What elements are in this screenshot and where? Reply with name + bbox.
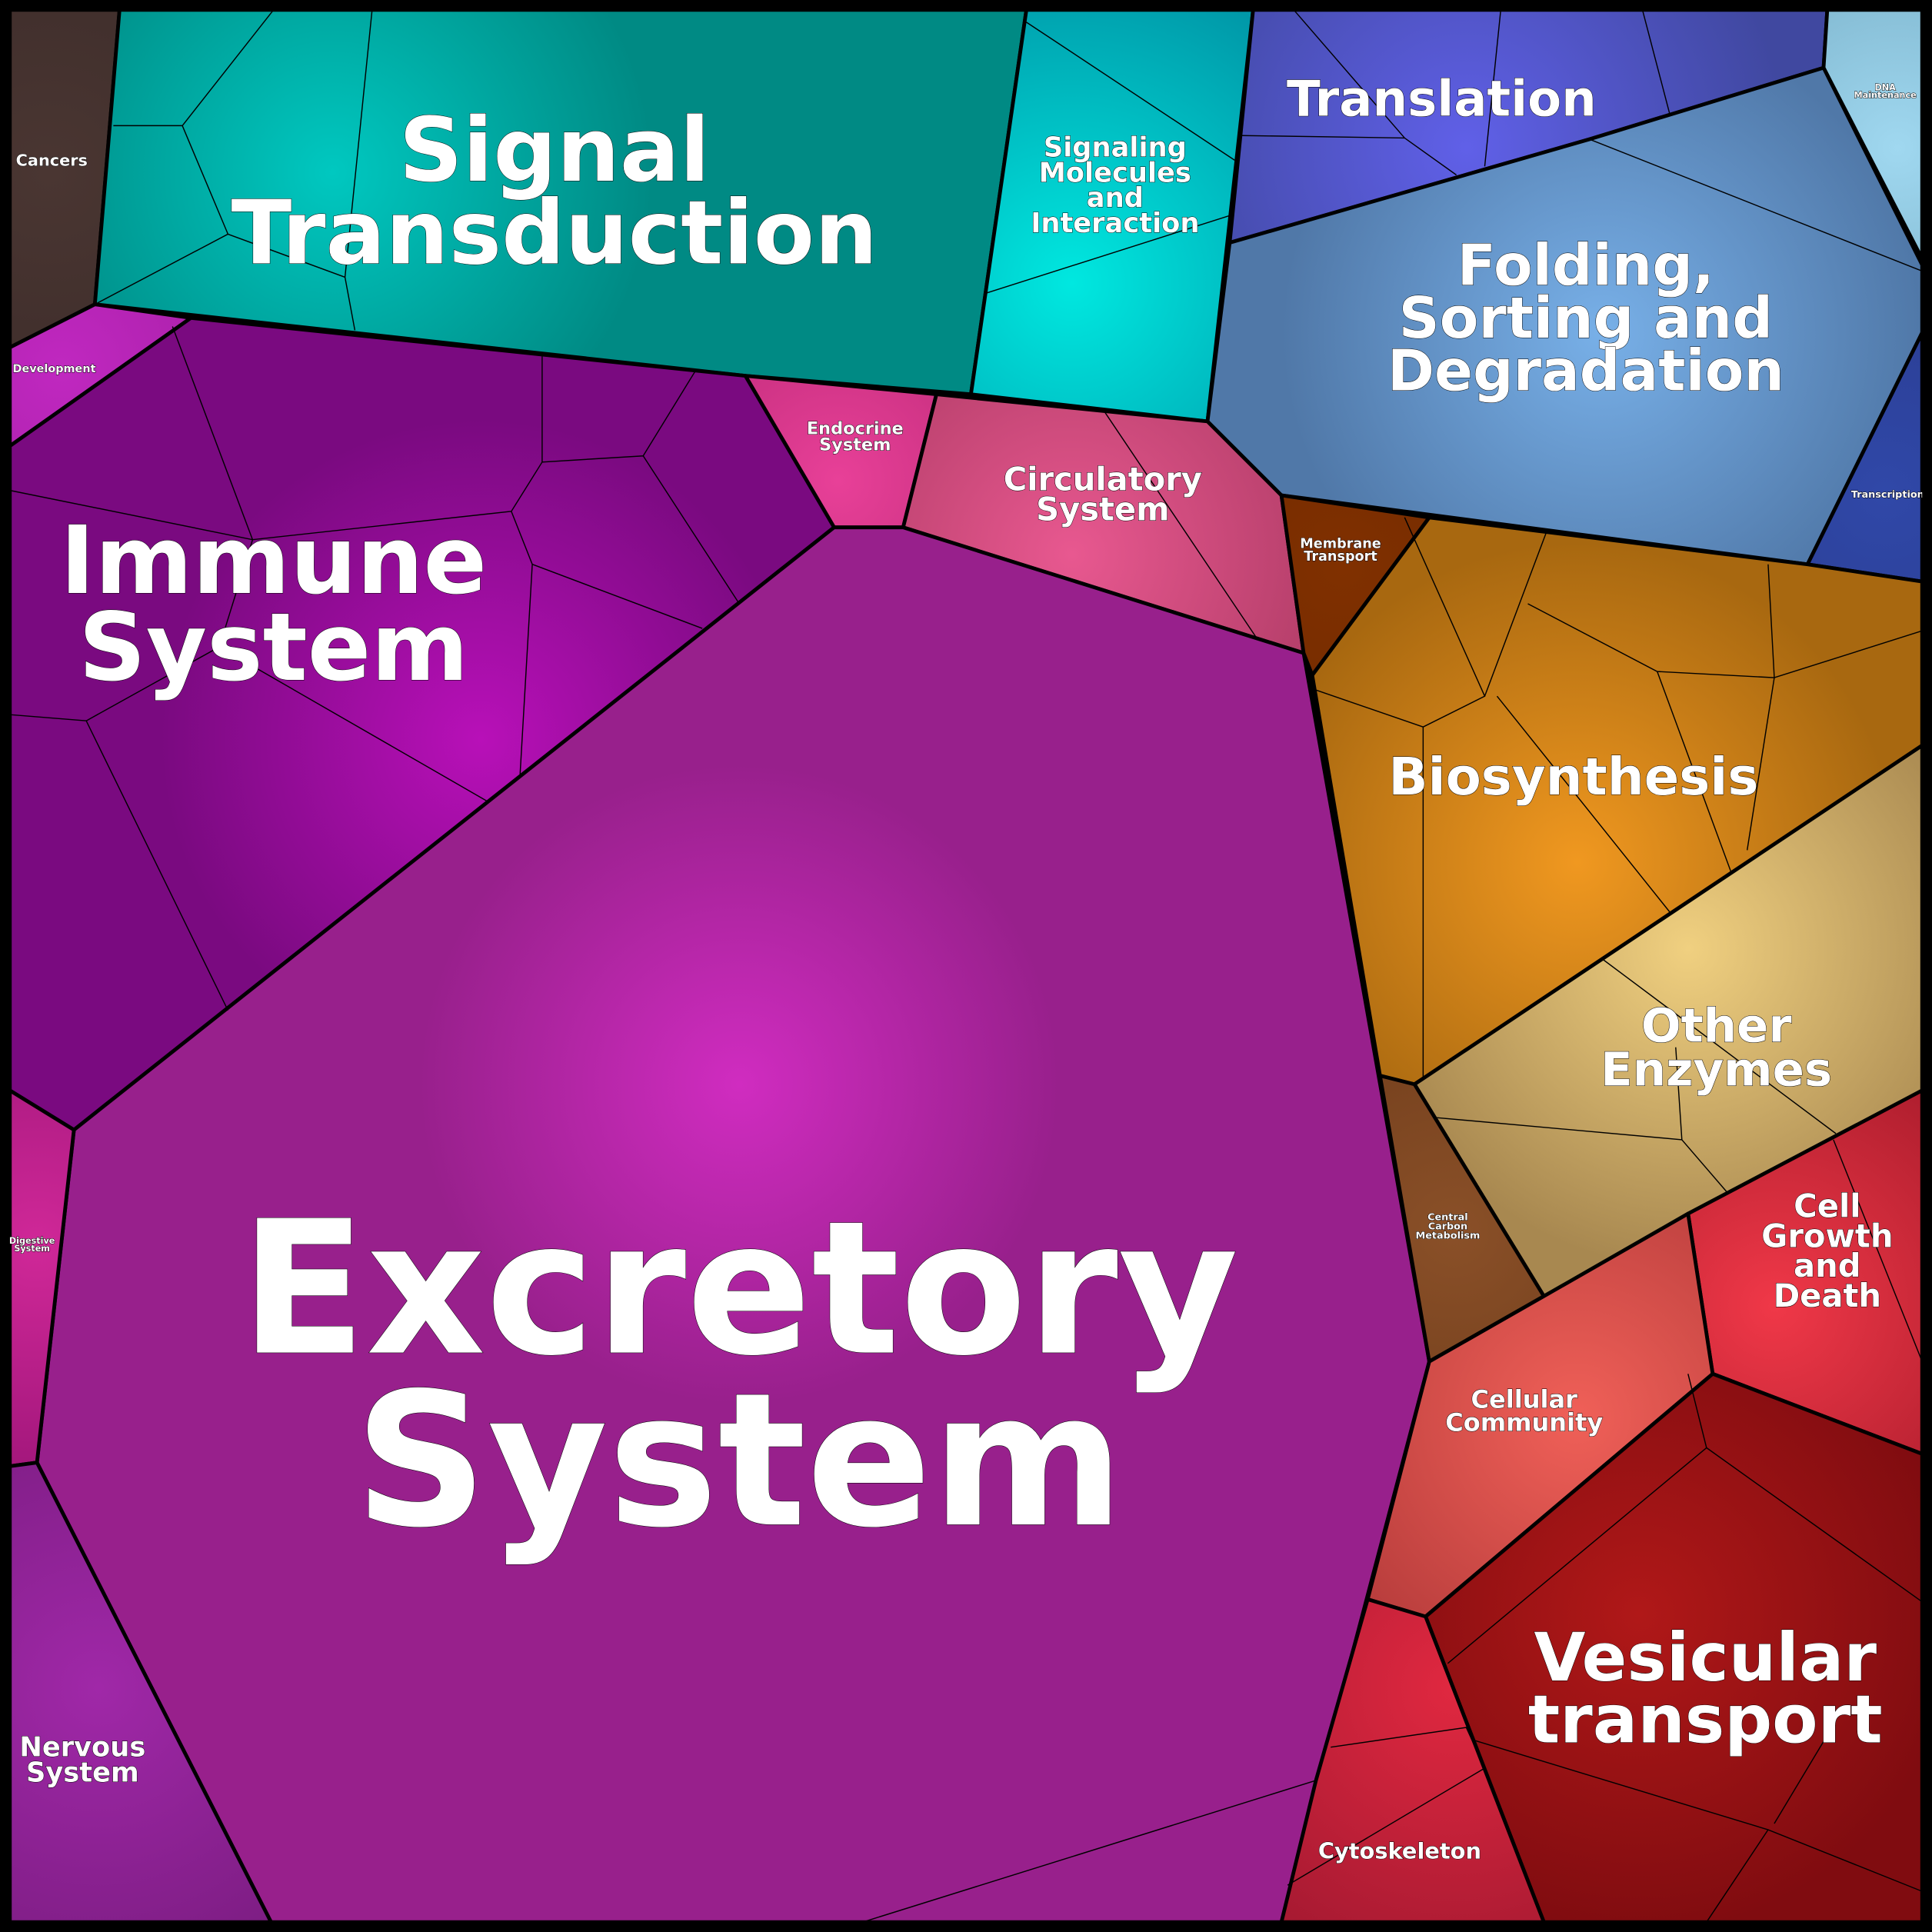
label-line: Signaling [1044,132,1187,163]
label-line: Growth [1761,1217,1893,1254]
label-line: DNA [1874,82,1896,92]
label-line: Immune [60,506,487,615]
label-development: Development [13,363,96,375]
label-transcription: Transcription [1851,489,1924,501]
label-line: System [14,1244,50,1254]
label-line: System [1036,490,1169,528]
label-line: Other [1641,999,1791,1054]
label-line: Translation [1287,72,1597,128]
label-line: Cancers [16,152,88,170]
label-line: Membrane [1300,536,1381,551]
label-line: Metabolism [1415,1230,1480,1241]
label-line: Carbon [1428,1221,1467,1233]
label-biosynthesis: Biosynthesis [1388,747,1758,807]
label-line: and [1087,182,1144,214]
label-cancers: Cancers [16,152,88,170]
label-line: System [78,593,468,702]
label-line: Excretory [240,1181,1238,1397]
label-line: Digestive [9,1236,55,1246]
label-line: Cell [1794,1188,1860,1225]
label-line: Degradation [1387,339,1784,405]
label-line: System [819,435,891,455]
label-line: and [1794,1247,1861,1284]
label-line: Central [1427,1212,1468,1224]
label-translation: Translation [1287,72,1597,128]
label-line: Vesicular [1534,1620,1877,1697]
label-line: System [26,1757,139,1788]
label-line: Circulatory [1004,461,1202,498]
label-line: Transport [1304,549,1377,565]
label-cytoskeleton: Cytoskeleton [1318,1837,1481,1864]
label-line: Endocrine [807,419,904,439]
label-line: System [355,1353,1124,1568]
label-line: Biosynthesis [1388,747,1758,807]
label-line: Folding, [1457,234,1714,299]
label-line: Molecules [1039,157,1191,188]
label-line: Development [13,363,96,375]
label-line: Death [1774,1277,1881,1314]
label-line: Transcription [1851,489,1924,501]
label-line: Nervous [19,1732,145,1764]
label-line: Signal [399,99,711,202]
label-line: Cytoskeleton [1318,1837,1481,1864]
label-line: Interaction [1031,208,1199,239]
label-line: Community [1445,1407,1603,1437]
label-line: Maintenance [1854,91,1917,101]
label-line: Enzymes [1601,1042,1832,1097]
label-line: transport [1528,1681,1883,1758]
label-line: Transduction [232,182,878,285]
label-line: Cellular [1471,1385,1578,1414]
label-line: Sorting and [1399,286,1773,351]
